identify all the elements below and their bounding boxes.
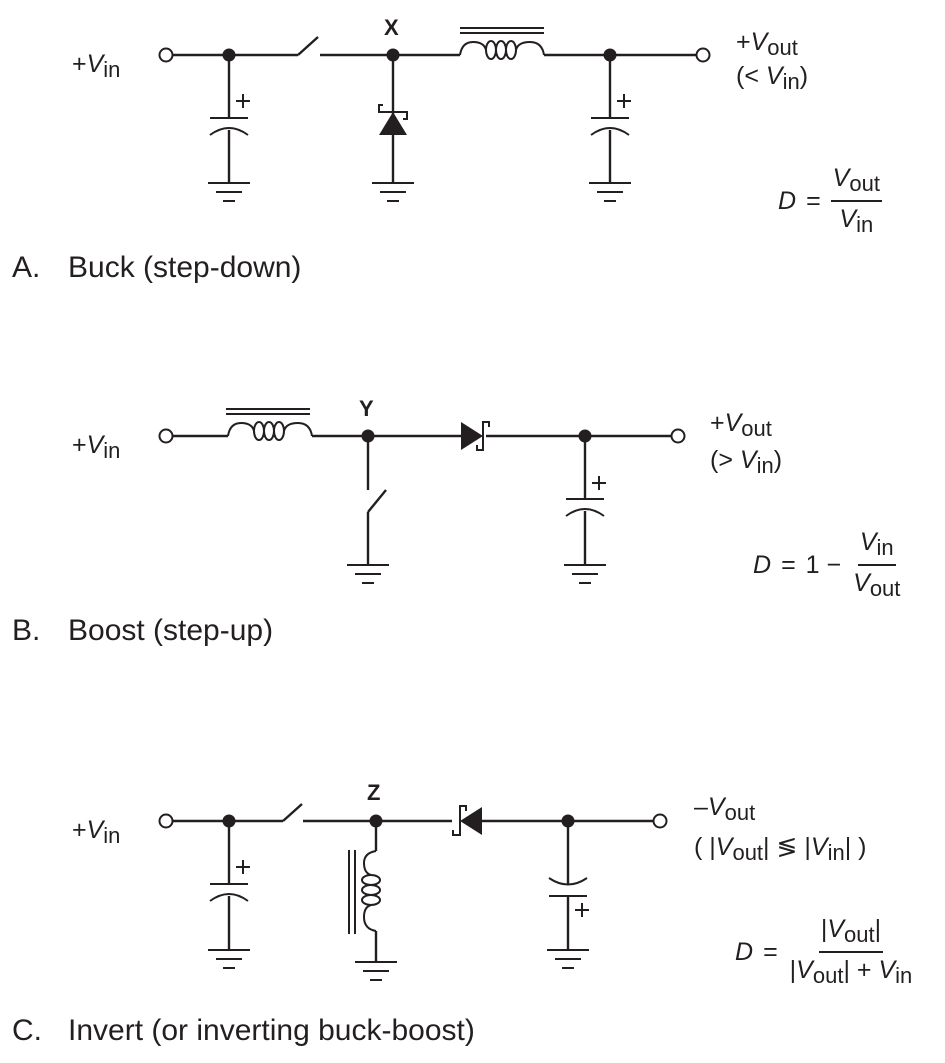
capacitor-icon — [546, 821, 590, 969]
caption-c: C.Invert (or inverting buck-boost) — [12, 1014, 475, 1047]
circuit-a-buck — [158, 27, 711, 202]
input-terminal — [158, 813, 174, 829]
input-voltage-label-b: +Vin — [72, 431, 121, 463]
inductor-icon — [348, 821, 398, 981]
schottky-diode-icon — [452, 805, 482, 836]
node-label-y: Y — [359, 396, 374, 421]
output-condition-c: ( |Vout| ≶ |Vin| ) — [694, 833, 867, 865]
output-terminal — [670, 428, 686, 444]
capacitor-icon — [207, 55, 251, 202]
schottky-diode-icon — [461, 421, 490, 451]
caption-a: A.Buck (step-down) — [12, 251, 302, 284]
circuit-b-boost — [158, 408, 686, 584]
inductor-icon — [226, 408, 313, 441]
output-condition-b: (> Vin) — [710, 446, 783, 478]
switch-icon — [346, 436, 390, 584]
node-label-x: X — [384, 15, 399, 40]
input-voltage-label-c: +Vin — [72, 816, 121, 848]
schottky-diode-icon — [371, 55, 415, 202]
capacitor-icon — [207, 821, 251, 969]
output-terminal — [652, 813, 668, 829]
output-voltage-label-b: +Vout — [710, 409, 772, 441]
inductor-icon — [459, 27, 545, 60]
capacitor-icon — [588, 55, 632, 202]
duty-cycle-formula-c: D= |Vout||Vout| + Vin — [735, 915, 913, 988]
output-voltage-label-c: –Vout — [694, 793, 756, 825]
input-voltage-label-a: +Vin — [72, 50, 121, 82]
switch-icon — [282, 803, 303, 822]
caption-b: B.Boost (step-up) — [12, 614, 274, 647]
switch-icon — [297, 36, 319, 56]
ground-icon — [207, 182, 251, 202]
capacitor-icon — [563, 436, 607, 584]
output-voltage-label-a: +Vout — [736, 28, 798, 60]
node-label-z: Z — [367, 780, 381, 805]
input-terminal — [158, 428, 174, 444]
circuit-c-invert — [158, 803, 668, 981]
output-terminal — [695, 47, 711, 63]
output-condition-a: (< Vin) — [736, 62, 809, 94]
input-terminal — [158, 47, 174, 63]
